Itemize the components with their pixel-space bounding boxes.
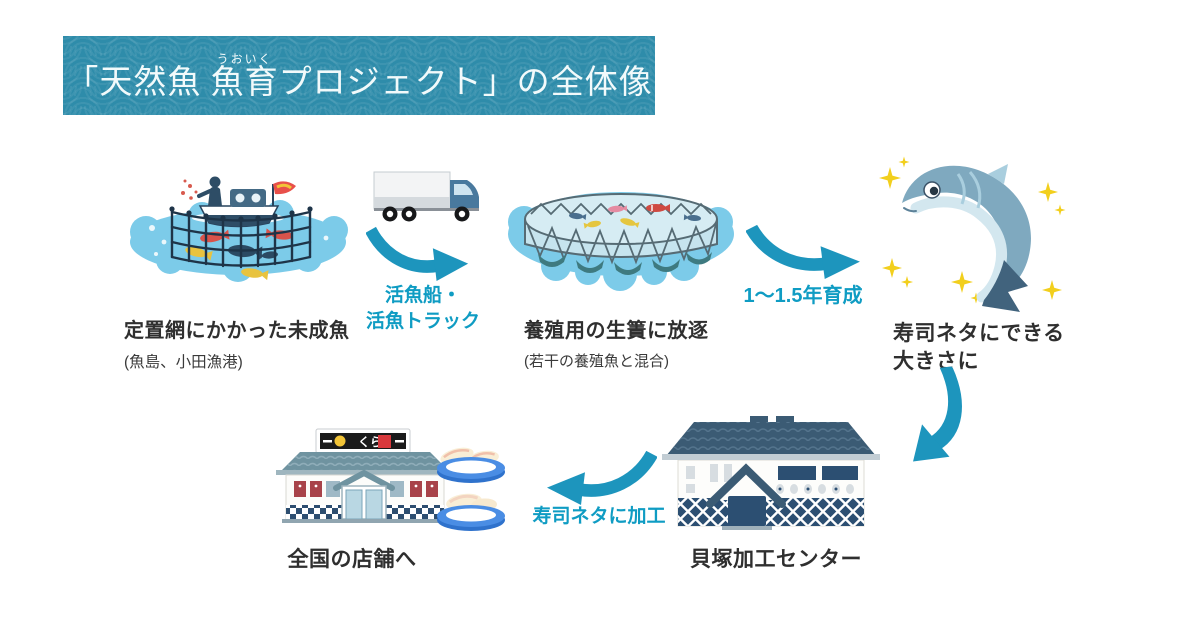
grown-fish-illustration: [872, 148, 1068, 318]
step5-caption: 全国の店舗へ: [287, 548, 417, 571]
step1-caption: 定置網にかかった未成魚 (魚島、小田漁港): [124, 314, 384, 372]
aquaculture-pen-illustration: [498, 164, 744, 292]
title-suffix: プロジェクト」の全体像: [278, 64, 653, 101]
step4-caption: 貝塚加工センター: [690, 548, 862, 571]
step2-note: (若干の養殖魚と混合): [524, 353, 669, 370]
arrow-to-grown-fish: [746, 224, 862, 280]
title-ruby: 魚育うおいく: [210, 51, 279, 101]
fixed-net-boat-illustration: [112, 156, 364, 308]
arrow-to-pen: [366, 226, 470, 282]
title-banner: 「天然魚 魚育うおいくプロジェクト」の全体像: [63, 36, 655, 115]
processing-center-illustration: [658, 414, 884, 542]
arrow-to-processing-center: [889, 366, 985, 462]
step2-title: 養殖用の生簀に放逐: [524, 320, 709, 342]
transfer3-label: 寿司ネタに加工: [532, 506, 666, 527]
page-title: 「天然魚 魚育うおいくプロジェクト」の全体像: [65, 52, 652, 100]
step1-title: 定置網にかかった未成魚: [124, 320, 350, 342]
transfer2-label: 1〜1.5年育成: [743, 285, 863, 307]
step1-note: (魚島、小田漁港): [124, 354, 243, 371]
step3-caption: 寿司ネタにできる 大きさに: [893, 322, 1065, 373]
transfer1-label: 活魚船・ 活魚トラック: [365, 285, 480, 332]
sushi-restaurant-illustration: くら: [272, 424, 506, 544]
live-fish-truck-illustration: [372, 164, 482, 228]
step2-caption: 養殖用の生簀に放逐 (若干の養殖魚と混合): [524, 314, 784, 371]
store-sign-text: くら: [358, 435, 382, 449]
title-prefix: 「天然魚: [65, 64, 211, 101]
arrow-to-stores: [545, 450, 657, 506]
